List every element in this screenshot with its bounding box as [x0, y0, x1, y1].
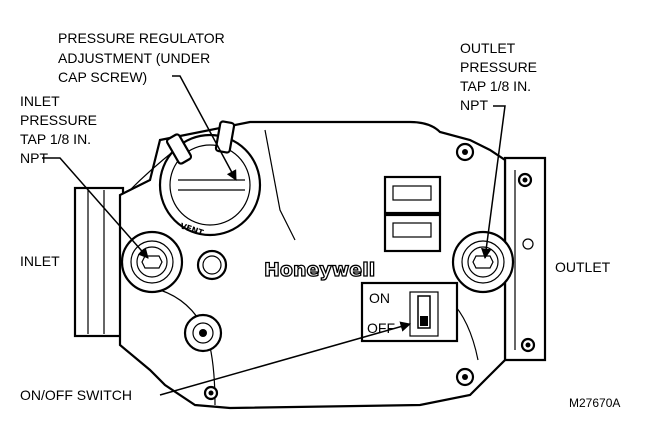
inlet-label: INLET — [20, 253, 60, 269]
mounting-screws — [203, 142, 536, 401]
on-off-switch-label: ON/OFF SWITCH — [20, 387, 132, 403]
leader-lines — [42, 75, 506, 396]
inlet-pressure-tap-label: INLET PRESSURE TAP 1/8 IN. NPT — [20, 93, 101, 166]
inlet-plug — [196, 249, 228, 281]
inlet-flange — [73, 186, 125, 338]
lower-left-screw — [183, 313, 223, 353]
switch-on-label: ON — [369, 290, 390, 306]
pressure-regulator-label: PRESSURE REGULATOR ADJUSTMENT (UNDER CAP… — [58, 30, 229, 85]
outlet-pressure-tap — [451, 230, 515, 294]
outlet-pressure-tap-label: OUTLET PRESSURE TAP 1/8 IN. NPT — [460, 40, 541, 113]
pressure-regulator-cap — [158, 120, 262, 237]
figure-id: M27670A — [569, 396, 620, 410]
terminal-connectors — [383, 175, 442, 253]
brand-logo: Honeywell — [264, 259, 375, 281]
inlet-pressure-tap — [120, 230, 184, 294]
switch-off-label: OFF — [367, 320, 395, 336]
outlet-label: OUTLET — [555, 259, 611, 275]
